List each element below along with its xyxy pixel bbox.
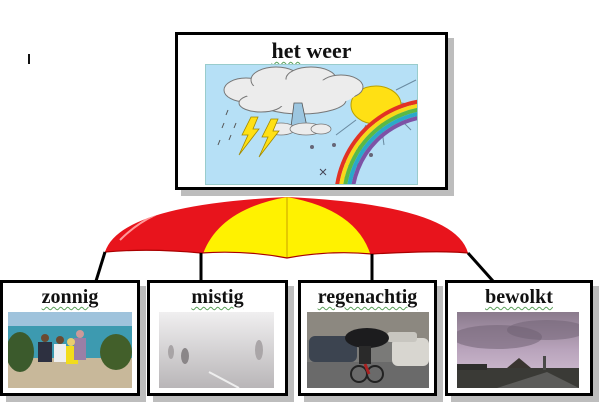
category-box-zonnig: zonnig [0,280,140,396]
title-word-het: het [271,38,301,63]
foggy-road-cyclists-photo [159,312,274,388]
cloudy-sky-town-photo [457,312,579,388]
main-topic-box: het weer [175,32,448,190]
category-label-regenachtig: regenachtig [317,286,418,308]
category-label-bewolkt: bewolkt [485,286,553,308]
title-word-weer: weer [306,38,352,63]
sunny-beach-family-photo [8,312,132,388]
category-label-mistig: mistig [191,286,244,308]
main-topic-title: het weer [178,38,445,64]
category-label-zonnig: zonnig [41,286,99,308]
rainy-street-cyclist-umbrella-photo [307,312,429,388]
category-box-bewolkt: bewolkt [445,280,593,396]
category-box-mistig: mistig [147,280,288,396]
category-box-regenachtig: regenachtig [298,280,437,396]
text-cursor [28,54,30,64]
weather-illustration [205,64,418,185]
